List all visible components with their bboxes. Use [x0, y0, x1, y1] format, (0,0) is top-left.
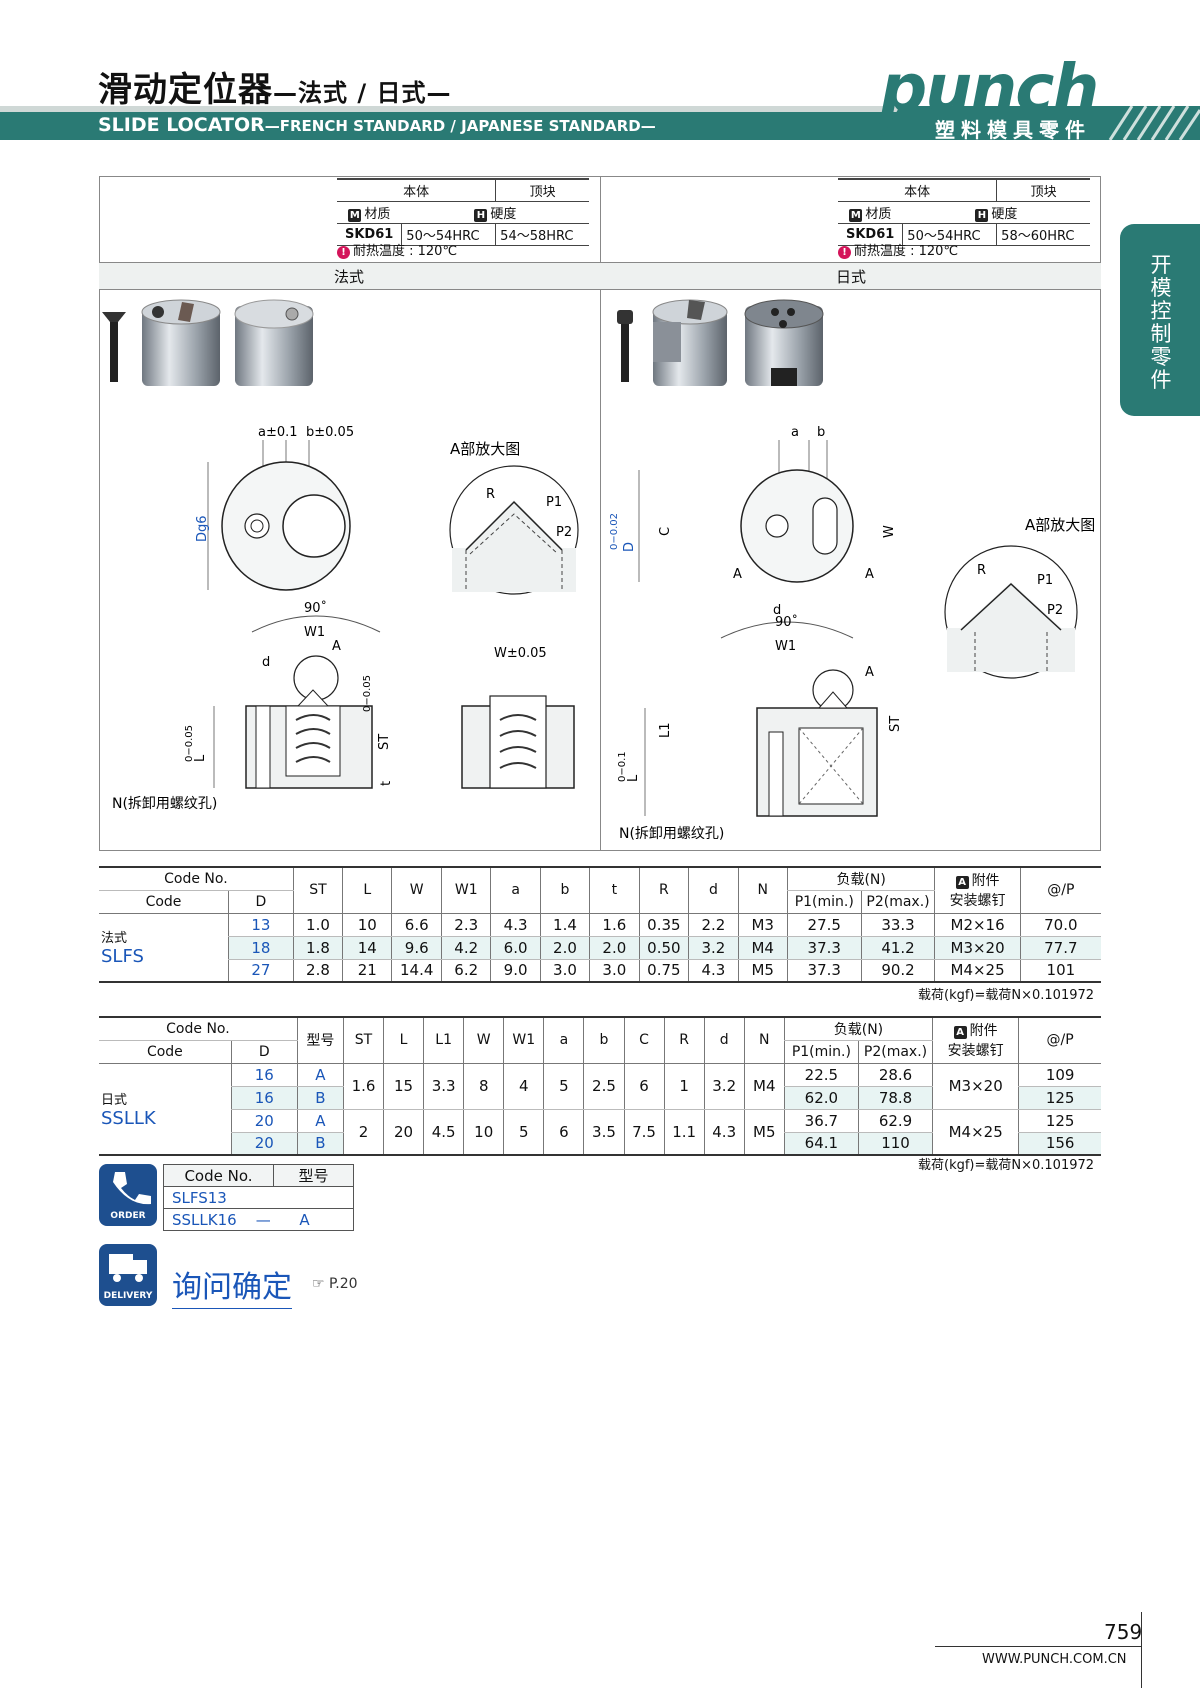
material-badge-icon: M — [348, 209, 362, 222]
order-icon: ORDER — [99, 1164, 157, 1226]
page-number: 759 — [1104, 1620, 1143, 1644]
heat-note-japanese: !耐热温度 : 120℃ — [838, 240, 958, 259]
svg-text:L: L — [193, 754, 208, 762]
section-side-tab — [1120, 224, 1200, 416]
svg-text:W1: W1 — [304, 625, 325, 640]
product-photo-2 — [234, 299, 314, 386]
accessory-badge-icon: A — [955, 876, 969, 890]
drawing-french: a±0.1 b±0.05 Dg6 A部放大图 R P1 P2 90˚ W1 A … — [102, 299, 579, 812]
svg-text:0−0.05: 0−0.05 — [362, 675, 373, 712]
svg-text:D: D — [622, 542, 637, 552]
page-title-en: SLIDE LOCATOR—FRENCH STANDARD / JAPANESE… — [98, 114, 656, 136]
load-footnote-1: 载荷(kgf)=载荷N×0.101972 — [918, 988, 1095, 1003]
page-title-cn: 滑动定位器—法式 / 日式— — [98, 70, 452, 110]
svg-text:A: A — [865, 665, 874, 680]
hardness-badge-icon: H — [474, 209, 488, 222]
figure-divider — [600, 176, 601, 851]
svg-text:A部放大图: A部放大图 — [1025, 516, 1095, 534]
svg-text:a: a — [791, 425, 799, 440]
footer-url: WWW.PUNCH.COM.CN — [982, 1652, 1127, 1667]
product-photo-2 — [744, 299, 824, 386]
svg-text:90˚: 90˚ — [304, 600, 327, 616]
load-footnote-2: 载荷(kgf)=载荷N×0.101972 — [918, 1158, 1095, 1173]
svg-text:W: W — [882, 525, 897, 538]
footer-hline — [935, 1646, 1141, 1647]
section-side-tab-label: 开模控制零件 — [1150, 253, 1172, 392]
svg-text:R: R — [977, 563, 986, 578]
svg-text:90˚: 90˚ — [775, 614, 798, 630]
brand-logo: punch — [880, 50, 1099, 127]
table-ssllk: Code No. 型号 ST L L1 W W1 a b C R d N 负载(… — [99, 1016, 1101, 1156]
svg-text:ST: ST — [377, 734, 392, 750]
svg-text:L1: L1 — [658, 722, 673, 738]
svg-text:0−0.05: 0−0.05 — [184, 725, 195, 762]
hardness-badge-icon: H — [975, 209, 989, 222]
delivery-page-ref: ☞ P.20 — [312, 1276, 358, 1292]
svg-text:A: A — [865, 567, 874, 582]
label-french: 法式 — [334, 268, 365, 286]
svg-text:P2: P2 — [556, 525, 572, 540]
svg-text:0−0.1: 0−0.1 — [617, 751, 628, 782]
warning-icon: ! — [838, 246, 851, 259]
screw-photo — [102, 312, 126, 382]
label-japanese: 日式 — [836, 268, 867, 286]
svg-text:a±0.1: a±0.1 — [258, 425, 298, 440]
delivery-icon: DELIVERY — [99, 1244, 157, 1306]
logo-stripes — [880, 106, 1200, 140]
drawing-japanese: a b D 0−0.02 C W A A d A部放大图 R P1 P2 90˚… — [609, 299, 1095, 842]
product-photo-1 — [141, 299, 221, 386]
svg-text:A部放大图: A部放大图 — [450, 440, 520, 458]
svg-text:N(拆卸用螺纹孔): N(拆卸用螺纹孔) — [112, 796, 217, 812]
order-example-table: Code No.型号 SLFS13 SSLLK16 — A — [163, 1164, 354, 1231]
svg-text:P2: P2 — [1047, 603, 1063, 618]
figure-label-band — [99, 262, 1101, 290]
svg-text:W1: W1 — [775, 639, 796, 654]
svg-text:N(拆卸用螺纹孔): N(拆卸用螺纹孔) — [619, 826, 724, 842]
svg-text:C: C — [658, 527, 673, 536]
svg-text:t: t — [379, 781, 394, 786]
delivery-text: 询问确定 — [172, 1262, 292, 1309]
product-photo-1 — [652, 299, 728, 386]
svg-text:P1: P1 — [546, 495, 562, 510]
svg-text:A: A — [332, 639, 341, 654]
svg-text:W±0.05: W±0.05 — [494, 646, 547, 661]
warning-icon: ! — [337, 246, 350, 259]
svg-text:L: L — [626, 774, 641, 782]
material-badge-icon: M — [849, 209, 863, 222]
svg-text:0−0.02: 0−0.02 — [609, 513, 620, 550]
brand-subtitle: 塑料模具零件 — [935, 118, 1091, 142]
svg-text:Dg6: Dg6 — [195, 515, 210, 542]
heat-note-french: !耐热温度 : 120℃ — [337, 240, 457, 259]
svg-text:A: A — [733, 567, 742, 582]
svg-text:P1: P1 — [1037, 573, 1053, 588]
svg-text:b: b — [817, 425, 825, 440]
header-bar-light — [0, 106, 1200, 112]
svg-text:b±0.05: b±0.05 — [306, 425, 354, 440]
footer-vline — [1141, 1612, 1142, 1688]
svg-text:R: R — [486, 487, 495, 502]
svg-text:d: d — [773, 603, 781, 618]
screw-photo — [617, 310, 633, 382]
accessory-badge-icon: A — [953, 1026, 967, 1040]
svg-text:ST: ST — [888, 716, 903, 732]
svg-text:d: d — [262, 655, 270, 670]
